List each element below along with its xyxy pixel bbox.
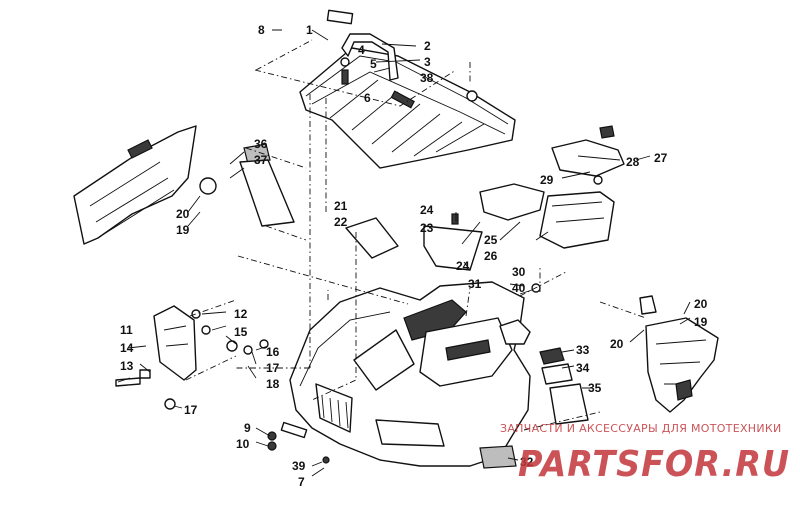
callout-20a: 20 (176, 207, 190, 221)
callout-12: 12 (234, 307, 248, 321)
watermark-brand: PARTSFOR.RU (518, 444, 790, 485)
callout-38: 38 (420, 71, 434, 85)
callout-20c: 20 (610, 337, 624, 351)
callout-11: 11 (120, 323, 133, 337)
front-fender (280, 281, 531, 467)
decal-36-37 (239, 143, 295, 227)
callout-29: 29 (540, 173, 554, 187)
callout-18: 18 (266, 377, 280, 391)
callout-40: 40 (512, 281, 526, 295)
callout-25: 25 (484, 233, 498, 247)
callout-20b: 20 (694, 297, 708, 311)
callout-15: 15 (234, 325, 248, 339)
callout-39: 39 (292, 459, 306, 473)
right-side-panel (639, 295, 719, 413)
callout-7: 7 (298, 475, 305, 489)
callout-30: 30 (512, 265, 526, 279)
callout-14: 14 (120, 341, 134, 355)
callout-6: 6 (364, 91, 371, 105)
callout-13: 13 (120, 359, 134, 373)
front-rack (299, 9, 516, 169)
leader-lines (117, 29, 691, 477)
right-decals (479, 347, 589, 469)
callout-27: 27 (654, 151, 668, 165)
callout-24a: 24 (420, 203, 434, 217)
callout-17b: 17 (184, 403, 198, 417)
callout-31: 31 (468, 277, 482, 291)
left-side-panel (73, 125, 217, 245)
callout-16: 16 (266, 345, 280, 359)
callout-17a: 17 (266, 361, 280, 375)
callout-19a: 19 (176, 223, 190, 237)
callout-1: 1 (306, 23, 313, 37)
headlight-bracket (115, 305, 269, 410)
watermark-tagline: ЗАПЧАСТИ И АКСЕССУАРЫ ДЛЯ МОТОТЕХНИКИ (500, 422, 782, 435)
callout-28: 28 (626, 155, 640, 169)
callout-35: 35 (588, 381, 602, 395)
callout-labels: 1 2 3 4 5 6 7 8 9 10 11 12 13 14 15 16 1… (120, 23, 708, 489)
callout-32: 32 (520, 455, 534, 469)
callout-19b: 19 (694, 315, 708, 329)
storage-bin (479, 125, 625, 249)
callout-36: 36 (254, 137, 268, 151)
callout-10: 10 (236, 437, 250, 451)
callout-37: 37 (254, 153, 268, 167)
callout-8: 8 (258, 23, 265, 37)
callout-23: 23 (420, 221, 434, 235)
callout-33: 33 (576, 343, 590, 357)
callout-21: 21 (334, 199, 348, 213)
center-decals (345, 213, 541, 293)
callout-5: 5 (370, 57, 377, 71)
callout-22: 22 (334, 215, 348, 229)
callout-34: 34 (576, 361, 590, 375)
callout-3: 3 (424, 55, 431, 69)
callout-2: 2 (424, 39, 431, 53)
callout-26: 26 (484, 249, 498, 263)
watermark: ЗАПЧАСТИ И АКСЕССУАРЫ ДЛЯ МОТОТЕХНИКИ PA… (500, 422, 790, 485)
callout-9: 9 (244, 421, 251, 435)
callout-24b: 24 (456, 259, 470, 273)
callout-4: 4 (358, 43, 365, 57)
